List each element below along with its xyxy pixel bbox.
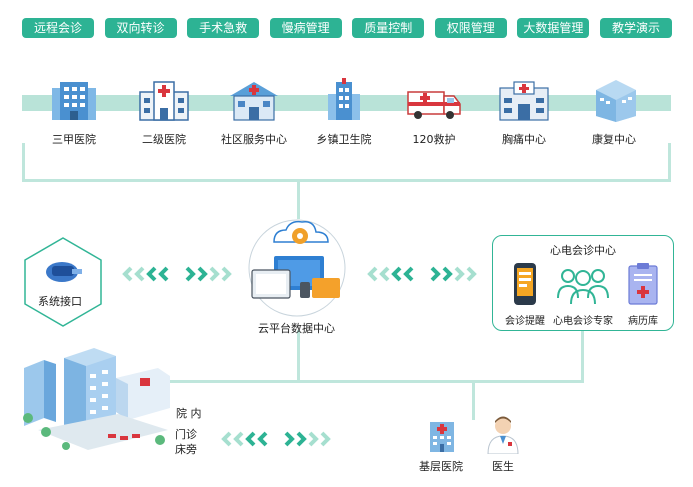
arrows-right xyxy=(366,266,478,282)
facility-label: 120救护 xyxy=(412,133,456,146)
facility-label: 二级医院 xyxy=(142,133,186,146)
tab-referral[interactable]: 双向转诊 xyxy=(104,18,177,38)
tab-remote-consult[interactable]: 远程会诊 xyxy=(22,18,94,38)
chest-pain-center-icon xyxy=(499,81,549,121)
facility-label: 三甲医院 xyxy=(52,133,96,146)
grassroots-hospital-icon xyxy=(430,422,454,452)
community-center-icon xyxy=(230,82,278,121)
connector-line xyxy=(297,330,300,382)
bedside-label: 床旁 xyxy=(175,443,197,456)
hospital-campus-icon xyxy=(23,348,170,450)
facility-secondary-hospital: 二级医院 xyxy=(119,78,209,147)
grassroots-label: 基层医院 xyxy=(419,460,463,473)
doctor-icon xyxy=(487,416,519,454)
outpatient-label: 门诊 xyxy=(175,428,197,441)
connector-line xyxy=(22,143,25,181)
tab-teaching[interactable]: 教学演示 xyxy=(599,18,672,38)
connector-line xyxy=(668,143,671,181)
tertiary-hospital-icon xyxy=(52,82,96,120)
cloud-data-center-icon xyxy=(248,219,346,317)
tab-chronic-disease[interactable]: 慢病管理 xyxy=(269,18,342,38)
ecg-item-experts: 心电会诊专家 xyxy=(551,262,615,327)
facility-label: 社区服务中心 xyxy=(221,133,287,146)
medical-record-icon xyxy=(628,263,658,305)
rehab-center-icon xyxy=(596,80,636,122)
facility-label: 康复中心 xyxy=(592,133,636,146)
connector-line xyxy=(22,179,671,182)
phone-icon xyxy=(514,263,536,305)
secondary-hospital-icon xyxy=(139,81,189,121)
tab-quality-control[interactable]: 质量控制 xyxy=(352,18,425,38)
township-clinic-icon xyxy=(328,78,360,120)
ecg-item-reminder: 会诊提醒 xyxy=(495,262,555,327)
ecg-item-label: 病历库 xyxy=(628,316,658,327)
bidirectional-arrows-icon xyxy=(122,266,232,282)
function-tabs: 远程会诊 双向转诊 手术急救 慢病管理 质量控制 权限管理 大数据管理 教学演示 xyxy=(22,18,672,38)
ecg-center-title: 心电会诊中心 xyxy=(550,244,616,257)
facility-label: 乡镇卫生院 xyxy=(316,133,372,146)
facility-chest-pain-center: 胸痛中心 xyxy=(479,78,569,147)
system-interface-hexagon xyxy=(24,237,102,327)
system-interface-label: 系统接口 xyxy=(38,295,82,308)
ecg-center-box: 心电会诊中心 会诊提醒 心电会诊专家 病历库 xyxy=(492,235,674,331)
ecg-item-label: 心电会诊专家 xyxy=(553,316,613,327)
facility-township-clinic: 乡镇卫生院 xyxy=(299,78,389,147)
connector-line xyxy=(297,179,300,219)
hospital-inside-label: 院 内 xyxy=(176,407,202,420)
tab-big-data[interactable]: 大数据管理 xyxy=(517,18,590,38)
facility-rehab-center: 康复中心 xyxy=(569,78,659,147)
arrows-left xyxy=(121,266,233,282)
facility-label: 胸痛中心 xyxy=(502,133,546,146)
tab-surgery-rescue[interactable]: 手术急救 xyxy=(187,18,260,38)
experts-icon xyxy=(557,269,609,305)
ecg-item-label: 会诊提醒 xyxy=(505,316,545,327)
connector-line xyxy=(170,380,583,383)
arrows-bottom xyxy=(220,431,332,447)
facility-community-center: 社区服务中心 xyxy=(209,78,299,147)
tab-permission[interactable]: 权限管理 xyxy=(434,18,507,38)
connector-line xyxy=(581,330,584,383)
bidirectional-arrows-icon xyxy=(221,431,331,447)
connector-line xyxy=(472,380,475,420)
usb-icon xyxy=(46,262,82,282)
facility-ambulance: 120救护 xyxy=(389,78,479,147)
ecg-item-records: 病历库 xyxy=(613,262,673,327)
ambulance-icon xyxy=(407,91,461,119)
facility-tertiary-hospital: 三甲医院 xyxy=(29,78,119,147)
center-label: 云平台数据中心 xyxy=(258,322,335,335)
doctor-label: 医生 xyxy=(492,460,514,473)
bidirectional-arrows-icon xyxy=(367,266,477,282)
